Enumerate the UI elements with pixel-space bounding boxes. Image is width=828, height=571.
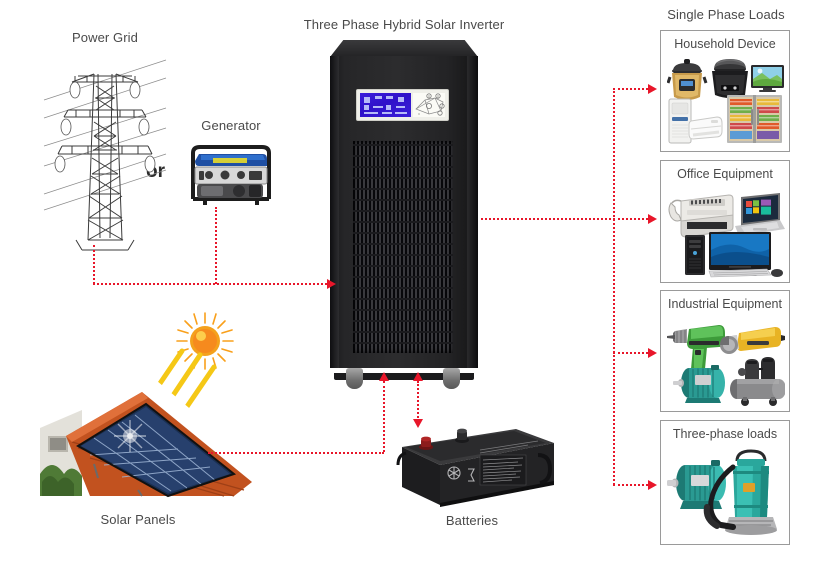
- connector-power-grid-vertical: [93, 245, 95, 284]
- caster-wheel-left-icon: [346, 368, 363, 389]
- load-box-title: Three-phase loads: [672, 427, 778, 441]
- laptop-icon: [735, 193, 785, 236]
- desktop-tower-icon: [685, 235, 705, 275]
- inverter-display-panel[interactable]: [356, 89, 449, 121]
- electric-motor-icon: [673, 365, 725, 403]
- fax-printer-icon: [668, 194, 734, 238]
- connector-branch-three-phase: [613, 484, 648, 486]
- monitor-icon: [709, 232, 771, 276]
- load-box-title: Industrial Equipment: [668, 297, 782, 311]
- solar-panels-label: Solar Panels: [100, 512, 176, 527]
- connector-branch-office: [613, 218, 648, 220]
- load-box-content: [667, 187, 785, 278]
- arrow-to-household-device: [648, 84, 657, 94]
- generator-icon: [183, 141, 279, 209]
- connector-ac-input-horizontal: [93, 283, 327, 285]
- connector-output-trunk-vertical: [613, 88, 615, 485]
- inverter-vent-grille-icon: [353, 141, 453, 353]
- arrow-to-industrial-equipment: [648, 348, 657, 358]
- lcd-screen-icon: [360, 93, 412, 117]
- connector-generator-vertical: [215, 207, 217, 284]
- wiring-diagram-sticker-icon: [413, 93, 445, 117]
- load-box-household-device[interactable]: Household Device: [660, 30, 790, 152]
- connector-branch-industrial: [613, 352, 648, 354]
- load-box-office-equipment[interactable]: Office Equipment: [660, 160, 790, 283]
- connector-output-main-horizontal: [481, 218, 615, 220]
- induction-cooker-icon: [712, 59, 748, 98]
- inverter-title: Three Phase Hybrid Solar Inverter: [303, 17, 505, 32]
- submersible-pump-icon: [703, 449, 777, 535]
- single-phase-loads-label: Single Phase Loads: [667, 7, 785, 22]
- transmission-tower-icon: [42, 42, 168, 252]
- power-grid-label: Power Grid: [71, 30, 139, 45]
- water-heater-icon: [668, 98, 692, 144]
- television-icon: [751, 65, 784, 92]
- load-box-industrial-equipment[interactable]: Industrial Equipment: [660, 290, 790, 412]
- arrow-to-three-phase-loads: [648, 480, 657, 490]
- arrow-ac-input-to-inverter: [327, 279, 336, 289]
- generator-label: Generator: [201, 118, 261, 133]
- arrow-solar-to-inverter: [379, 372, 389, 381]
- batteries-label: Batteries: [445, 513, 499, 528]
- solar-panel-roof-icon: [38, 370, 258, 500]
- pressure-cooker-icon: [666, 59, 708, 100]
- air-compressor-icon: [730, 357, 786, 406]
- caster-wheel-right-icon: [443, 368, 460, 389]
- connector-branch-household: [613, 88, 648, 90]
- angle-grinder-icon: [720, 327, 785, 354]
- arrow-to-office-equipment: [648, 214, 657, 224]
- inverter-left-edge: [330, 56, 339, 368]
- air-conditioner-icon: [688, 116, 723, 140]
- refrigerator-icon: [727, 95, 782, 143]
- connector-battery-vertical: [417, 381, 419, 425]
- arrow-battery-to-inverter: [413, 372, 423, 381]
- three-phase-hybrid-solar-inverter: [330, 40, 478, 389]
- load-box-content: [667, 317, 786, 406]
- mouse-icon: [771, 269, 783, 277]
- inverter-right-edge: [467, 56, 478, 368]
- load-box-three-phase-loads[interactable]: Three-phase loads: [660, 420, 790, 545]
- load-box-content: [666, 57, 784, 145]
- sun-icon: [176, 312, 234, 370]
- inverter-top-bevel: [330, 40, 478, 57]
- load-box-title: Office Equipment: [677, 167, 773, 181]
- load-box-title: Household Device: [674, 37, 776, 51]
- inverter-base: [334, 373, 474, 380]
- connector-solar-horizontal: [208, 452, 384, 454]
- load-box-content: [667, 447, 783, 538]
- keyboard-icon: [708, 268, 772, 278]
- connector-solar-vertical: [383, 381, 385, 452]
- battery-icon: [388, 425, 558, 510]
- arrow-inverter-to-battery: [413, 419, 423, 428]
